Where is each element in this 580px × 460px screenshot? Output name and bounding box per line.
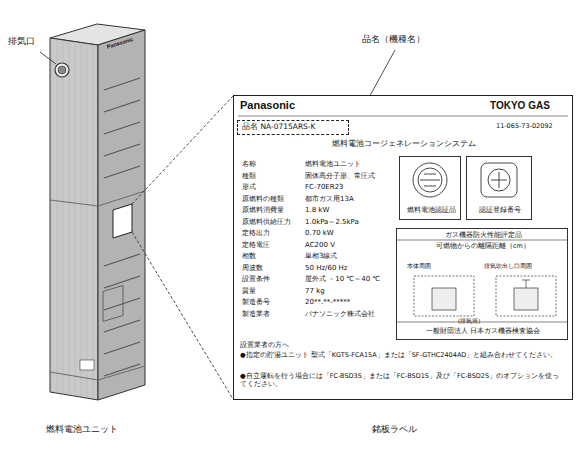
- unit-side: [98, 30, 145, 400]
- nameplate-text: 品名 NA-0715ARS-K: [242, 123, 315, 132]
- table-cell: 形式: [242, 183, 256, 191]
- certification-box: ガス機器防火性能評定品可燃物からの離隔距離（cm） 一般財団法人 日本ガス機器検査…: [396, 228, 568, 340]
- table-cell: 製造業者: [242, 310, 270, 318]
- nameplate-text: TOKYO GAS: [490, 100, 550, 112]
- table-cell: パナソニック株式会社: [305, 310, 375, 318]
- table-cell: 種類: [242, 172, 256, 180]
- table-cell: 屋外式 －10 ℃～40 ℃: [305, 275, 380, 283]
- nameplate-note: 設置業者の方へ: [240, 342, 289, 350]
- table-cell: 燃料電池ユニット: [305, 160, 361, 168]
- table-cell: 質量: [242, 287, 256, 295]
- table-cell: AC200 V: [305, 241, 335, 249]
- table-cell: 定格電圧: [242, 241, 270, 249]
- table-cell: 1.0kPa～2.5kPa: [305, 218, 359, 226]
- label-position: [113, 204, 132, 238]
- nameplate-note: ●指定の貯湯ユニット 型式「KGTS-FCA15A」または「SF-GTHC240…: [240, 352, 565, 360]
- nameplate-note: 本体周囲: [407, 262, 431, 269]
- callout-label: 銘板ラベル: [372, 424, 417, 435]
- table-cell: 原燃料消費量: [242, 206, 284, 214]
- table-cell: 設置条件: [242, 275, 270, 283]
- certification-box: 認証登録番号: [466, 156, 532, 220]
- leader-line: [40, 52, 56, 64]
- nameplate-text: 可燃物からの離隔距離（cm）: [397, 243, 569, 250]
- nameplate-text: 11-065-73-02092: [496, 123, 553, 130]
- table-cell: 名称: [242, 160, 256, 168]
- exhaust-port: [55, 63, 69, 77]
- table-cell: 相数: [242, 252, 256, 260]
- table-cell: 原燃料供給圧力: [242, 218, 291, 226]
- unit-front: [50, 38, 98, 400]
- table-cell: 50 Hz/60 Hz: [305, 264, 348, 272]
- table-cell: 単相3線式: [305, 252, 337, 260]
- table-cell: 1.8 kW: [305, 206, 329, 214]
- table-cell: 原燃料の種類: [242, 195, 284, 203]
- callout-label: 排気口: [8, 36, 35, 47]
- certification-box: 燃料電池認証品: [399, 156, 461, 220]
- table-cell: FC-70ER23: [305, 183, 344, 191]
- nameplate-text: Panasonic: [240, 99, 295, 112]
- table-cell: 都市ガス用13A: [305, 195, 354, 203]
- nameplate-text: 燃料電池認証品: [400, 207, 462, 214]
- nameplate-text: 燃料電池コージェネレーションシステム: [234, 139, 574, 148]
- nameplate-text: 一般財団法人 日本ガス機器検査協会: [397, 328, 569, 335]
- callout-label: 燃料電池ユニット: [46, 424, 118, 435]
- model-name-box: 品名 NA-0715ARS-K: [237, 120, 349, 135]
- table-cell: 0.70 kW: [305, 229, 334, 237]
- louvers: [104, 78, 140, 376]
- table-cell: 20**.**-*****: [305, 298, 350, 306]
- callout-label: 品名（機種名）: [362, 34, 425, 45]
- dashed-projection: [132, 232, 233, 399]
- nameplate-text: 認証登録番号: [467, 207, 533, 214]
- table-cell: 周波数: [242, 264, 263, 272]
- nameplate-note: ●自立運転を行う場合には「FC-BSD3S」または「FC-BSD1S」及び「FC…: [240, 373, 565, 389]
- nameplate-text: ガス機器防火性能評定品: [397, 231, 569, 239]
- table-cell: 製造番号: [242, 298, 270, 306]
- dashed-projection: [132, 96, 233, 204]
- table-cell: 固体高分子形、常圧式: [305, 172, 375, 180]
- nameplate-note: (排気筒): [458, 318, 480, 325]
- table-cell: 定格出力: [242, 229, 270, 237]
- table-cell: 77 kg: [305, 287, 325, 295]
- nameplate-note: 排気吹出し口周囲: [484, 262, 532, 269]
